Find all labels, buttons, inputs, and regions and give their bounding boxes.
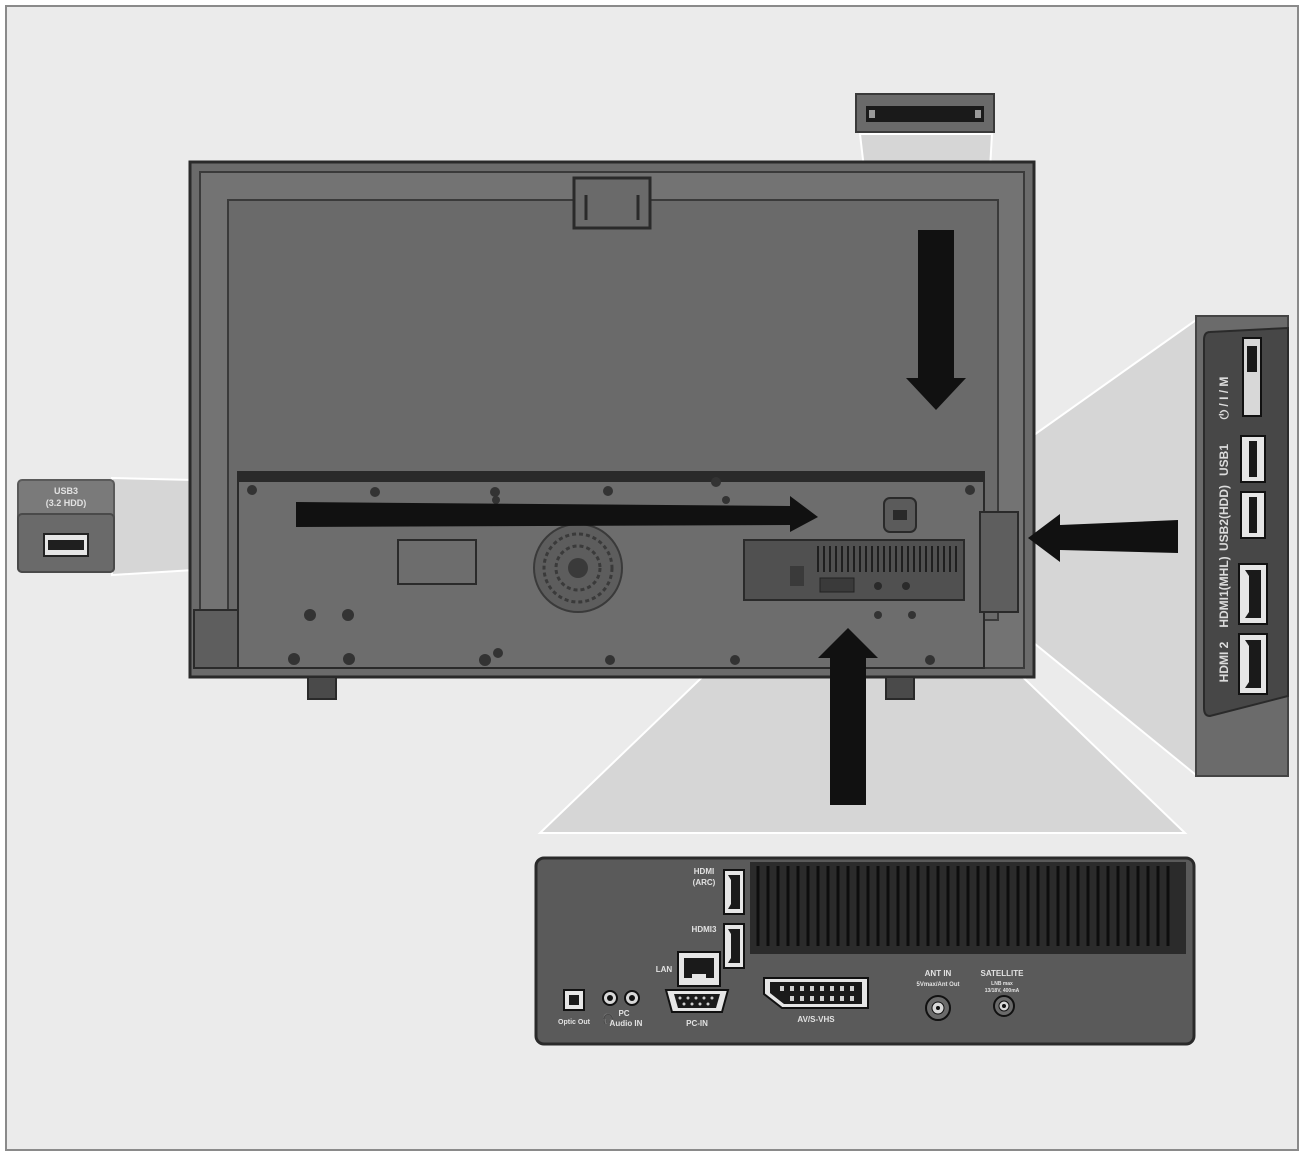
headphone-icon: 🎧 [602,1012,614,1025]
lan-label: LAN [656,965,673,974]
hdmi-arc-label: HDMI [694,867,714,876]
satellite-sublabel-1: LNB max [991,981,1013,987]
vga-port-icon [664,989,730,1013]
ant-in-label: ANT IN [925,969,952,978]
pc-audio-sublabel: Audio IN [610,1019,643,1028]
hdmi-arc-port-icon [723,869,745,915]
power-switch-label: ⏻ / I / M [1217,377,1231,420]
rear-vent [750,862,1186,954]
power-switch-icon [1242,337,1262,417]
hdmi-arc-sublabel: (ARC) [693,878,716,887]
usb1-port-icon [1240,435,1266,483]
usb3-callout: USB3 (3.2 HDD) [17,479,115,573]
rear-panel-callout: HDMI (ARC) HDMI3 LAN Optic Out 🎧 PC [534,856,1196,1046]
ci-slot-callout [855,93,995,133]
usb2-label: USB2(HDD) [1217,485,1231,551]
tv-back-panel [188,160,1036,700]
optic-out-label: Optic Out [558,1019,591,1026]
scart-port-icon [763,977,869,1009]
side-panel-callout: ⏻ / I / M USB1 USB2(HDD) HDMI1(MHL) HDMI… [1195,315,1289,777]
satellite-port-icon [993,995,1015,1017]
arrow-left-right [296,496,818,532]
usb1-label: USB1 [1217,444,1231,476]
pc-audio-label: PC [618,1009,629,1018]
satellite-label: SATELLITE [981,969,1025,978]
hdmi3-port-icon [723,923,745,969]
stand-foot-left [307,676,337,700]
hdmi1-port-icon [1238,563,1268,625]
ci-slot-icon [866,106,984,122]
usb3-sublabel: (3.2 HDD) [46,498,87,508]
optical-out-port-icon [563,989,585,1011]
rear-connector-block [743,539,965,601]
av-label: AV/S-VHS [797,1015,835,1024]
arrows [296,230,1178,805]
hdmi2-port-icon [1238,633,1268,695]
usb-port-icon [43,533,89,557]
lan-port-icon [677,951,721,987]
usb3-label: USB3 [54,486,78,496]
satellite-sublabel-2: 13/18V, 400mA [985,988,1020,994]
arrow-right-left [1028,514,1178,562]
antenna-port-icon [925,995,951,1021]
ant-in-sublabel: 5Vmax/Ant Out [916,982,959,988]
arrow-top-down [906,230,966,410]
screws [247,477,975,666]
stand-foot-right [885,676,915,700]
usb2-port-icon [1240,491,1266,539]
cooling-fan [533,523,623,613]
hdmi2-label: HDMI 2 [1217,641,1231,682]
pc-in-label: PC-IN [686,1019,708,1028]
arrow-bottom-up [818,628,878,805]
hdmi1-label: HDMI1(MHL) [1217,556,1231,627]
hdmi3-label: HDMI3 [692,925,717,934]
pc-audio-jack-icon [602,990,640,1006]
